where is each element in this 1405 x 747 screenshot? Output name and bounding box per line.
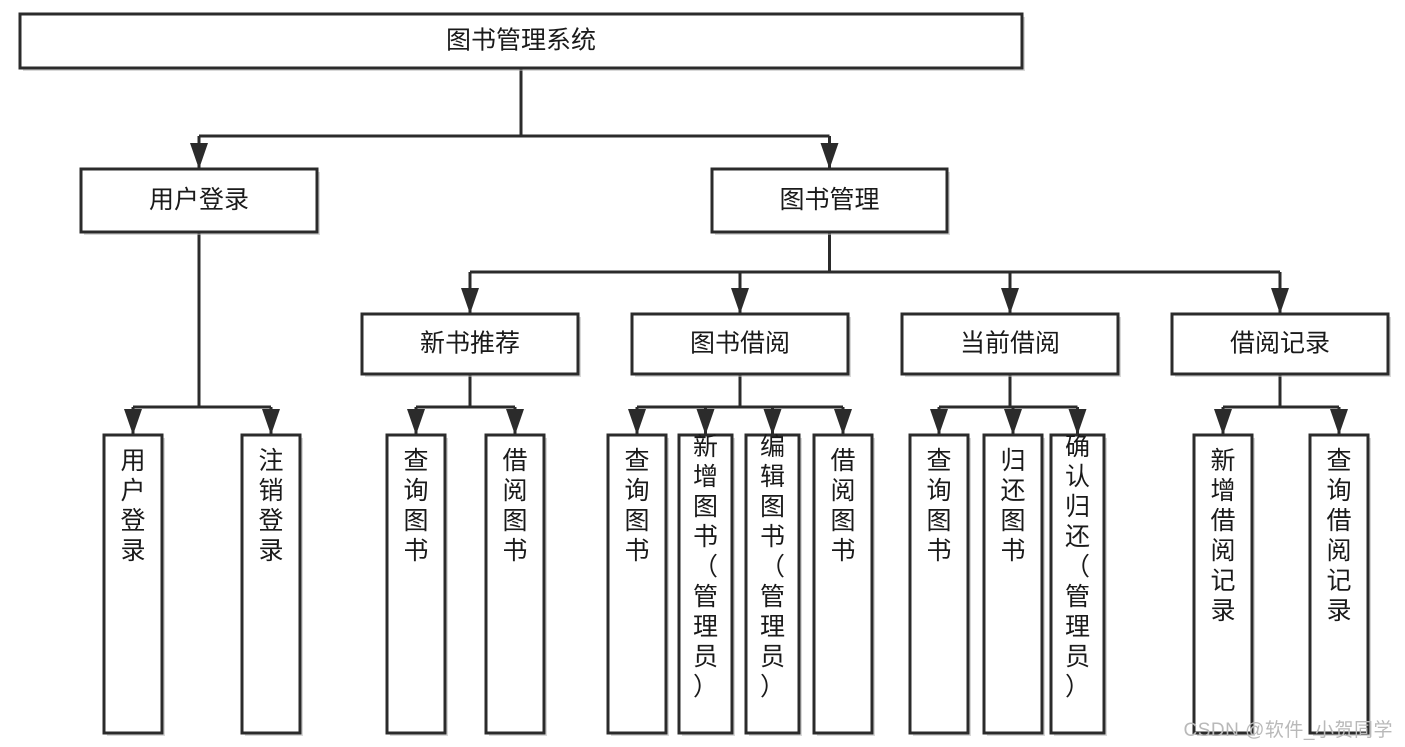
node-label: 用户登录 bbox=[120, 447, 145, 565]
node-user-login[interactable]: 用户登录 bbox=[79, 167, 320, 235]
node-label: 新增图书（管理员） bbox=[693, 433, 718, 701]
arrow-head-icon bbox=[820, 143, 839, 169]
arrow-head-icon bbox=[731, 288, 749, 314]
arrow-head-icon bbox=[190, 143, 208, 169]
node-label: 借阅图书 bbox=[830, 447, 855, 565]
arrow-head-icon bbox=[506, 409, 524, 435]
arrow-head-icon bbox=[834, 409, 852, 435]
node-leaf-add-record[interactable]: 新增借阅记录 bbox=[1192, 433, 1255, 736]
arrow-head-icon bbox=[1001, 288, 1019, 314]
arrow-head-icon bbox=[1068, 409, 1087, 435]
node-label: 确认归还（管理员） bbox=[1065, 433, 1090, 701]
node-leaf-borrow-book-2[interactable]: 借阅图书 bbox=[812, 433, 875, 736]
node-leaf-add-book[interactable]: 新增图书（管理员） bbox=[677, 433, 735, 736]
arrow-head-icon bbox=[696, 409, 715, 435]
node-label: 新书推荐 bbox=[420, 330, 520, 358]
node-leaf-query-book-3[interactable]: 查询图书 bbox=[908, 433, 971, 736]
arrow-head-icon bbox=[763, 409, 782, 435]
node-label: 查询图书 bbox=[403, 447, 428, 565]
arrow-head-icon bbox=[628, 409, 646, 435]
node-label: 查询借阅记录 bbox=[1326, 447, 1351, 625]
node-label: 图书管理 bbox=[779, 186, 879, 214]
node-borrow-record[interactable]: 借阅记录 bbox=[1170, 312, 1391, 377]
node-label: 当前借阅 bbox=[960, 330, 1060, 358]
arrow-head-icon bbox=[407, 409, 425, 435]
node-root[interactable]: 图书管理系统 bbox=[18, 12, 1025, 71]
node-label: 查询图书 bbox=[926, 447, 951, 565]
node-new-book-recommend[interactable]: 新书推荐 bbox=[360, 312, 581, 377]
node-label: 编辑图书（管理员） bbox=[760, 433, 785, 701]
arrow-head-icon bbox=[1271, 288, 1289, 314]
arrow-head-icon bbox=[1330, 409, 1348, 435]
node-leaf-query-book-1[interactable]: 查询图书 bbox=[385, 433, 448, 736]
node-leaf-return-book[interactable]: 归还图书 bbox=[982, 433, 1045, 736]
node-book-borrow[interactable]: 图书借阅 bbox=[630, 312, 851, 377]
arrow-head-icon bbox=[1214, 409, 1232, 435]
arrow-head-icon bbox=[262, 409, 280, 435]
node-leaf-logout-login[interactable]: 注销登录 bbox=[240, 433, 303, 736]
node-label: 图书借阅 bbox=[690, 330, 790, 358]
node-label: 用户登录 bbox=[149, 186, 249, 214]
connector-layer bbox=[124, 68, 1348, 435]
node-label: 借阅记录 bbox=[1230, 330, 1330, 358]
node-leaf-borrow-book-1[interactable]: 借阅图书 bbox=[484, 433, 547, 736]
node-label: 新增借阅记录 bbox=[1210, 447, 1235, 625]
node-label: 图书管理系统 bbox=[446, 27, 596, 55]
node-leaf-edit-book[interactable]: 编辑图书（管理员） bbox=[744, 433, 802, 736]
node-leaf-query-record[interactable]: 查询借阅记录 bbox=[1308, 433, 1371, 736]
node-leaf-query-book-2[interactable]: 查询图书 bbox=[606, 433, 669, 736]
node-leaf-user-login[interactable]: 用户登录 bbox=[102, 433, 165, 736]
node-label: 查询图书 bbox=[624, 447, 649, 565]
arrow-head-icon bbox=[124, 409, 142, 435]
node-leaf-confirm-return[interactable]: 确认归还（管理员） bbox=[1049, 433, 1107, 736]
arrow-head-icon bbox=[1004, 409, 1022, 435]
arrow-head-icon bbox=[930, 409, 948, 435]
node-layer: 图书管理系统用户登录图书管理新书推荐图书借阅当前借阅借阅记录用户登录注销登录查询… bbox=[18, 12, 1391, 736]
node-label: 注销登录 bbox=[258, 447, 283, 565]
arrow-head-icon bbox=[461, 288, 479, 314]
node-label: 借阅图书 bbox=[502, 447, 527, 565]
node-label: 归还图书 bbox=[1000, 447, 1025, 565]
node-book-manage[interactable]: 图书管理 bbox=[710, 167, 950, 235]
node-current-borrow[interactable]: 当前借阅 bbox=[900, 312, 1121, 377]
